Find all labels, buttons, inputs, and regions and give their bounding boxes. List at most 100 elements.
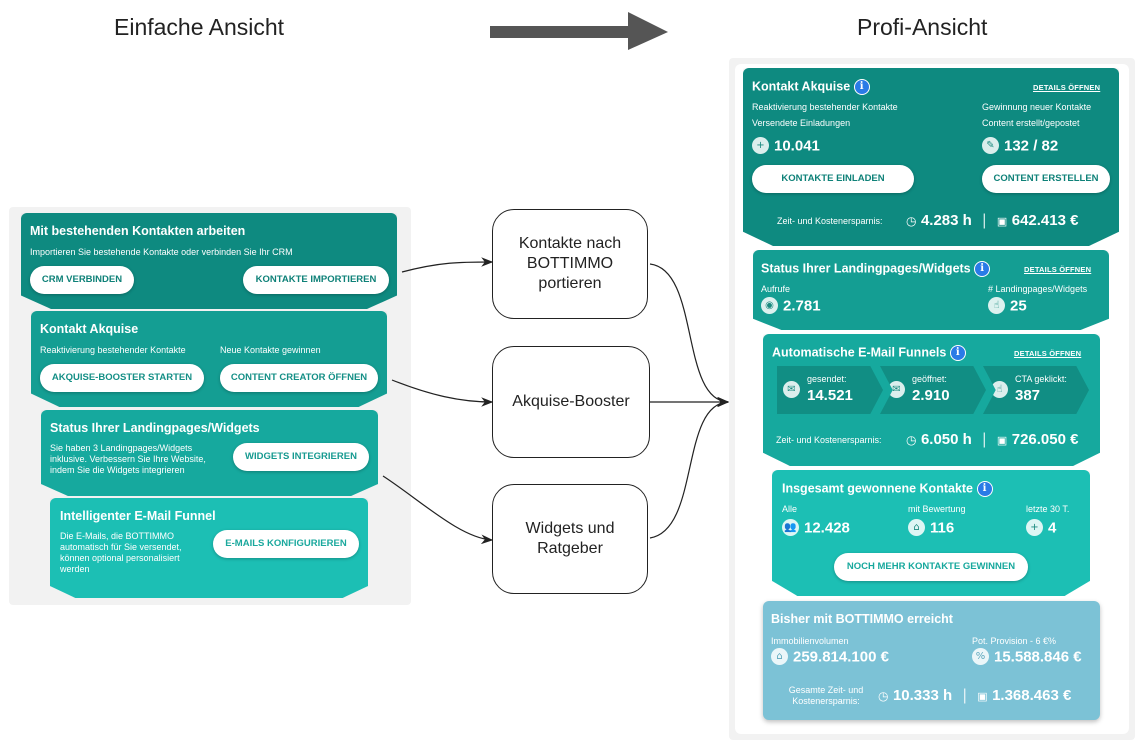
- details-open-link[interactable]: DETAILS ÖFFNEN: [1014, 349, 1082, 358]
- label-views: Aufrufe: [761, 284, 791, 294]
- card-title: Insgesamt gewonnene Kontakte i: [782, 481, 993, 497]
- import-contacts-button[interactable]: KONTAKTE IMPORTIEREN: [243, 266, 389, 294]
- value-all: 12.428: [804, 519, 850, 537]
- value-invitations: 10.041: [774, 137, 820, 155]
- value-cta-clicked: 387: [1015, 387, 1041, 404]
- simple-card-contacts: Mit bestehenden Kontakten arbeiten Impor…: [21, 213, 397, 309]
- separator: |: [982, 212, 987, 229]
- total-savings: ◷ 10.333 h | ▣ 1.368.463 €: [878, 687, 1071, 705]
- click-icon: ☝: [991, 381, 1008, 398]
- pro-card-won-contacts: Insgesamt gewonnene Kontakte i Alle mit …: [772, 470, 1090, 596]
- pro-card-email-funnels: Automatische E-Mail Funnels i DETAILS ÖF…: [763, 334, 1100, 466]
- value-views: 2.781: [783, 297, 821, 315]
- separator: |: [962, 687, 967, 704]
- label-rated: mit Bewertung: [908, 504, 966, 514]
- configure-emails-button[interactable]: E-MAILS KONFIGURIEREN: [213, 530, 359, 558]
- heading-simple-view: Einfache Ansicht: [114, 14, 285, 40]
- label-landingpages-count: # Landingpages/Widgets: [988, 284, 1088, 294]
- win-more-contacts-button[interactable]: NOCH MEHR KONTAKTE GEWINNEN: [834, 553, 1028, 581]
- heading-pro-view: Profi-Ansicht: [857, 14, 988, 40]
- stat-potential-commission: %15.588.846 €: [972, 648, 1082, 666]
- open-content-creator-button[interactable]: CONTENT CREATOR ÖFFNEN: [220, 364, 378, 392]
- card-title: Kontakt Akquise: [40, 322, 139, 336]
- connect-crm-button[interactable]: CRM VERBINDEN: [30, 266, 134, 294]
- clock-icon: ◷: [878, 689, 889, 703]
- time-saved: 4.283 h: [920, 212, 972, 229]
- mail-icon: ✉: [783, 381, 800, 398]
- stat-landingpages-count: ☝25: [988, 297, 1027, 315]
- total-savings-label: Gesamte Zeit- und Kostenersparnis:: [788, 685, 864, 706]
- stat-all: 👥 12.428: [782, 519, 850, 537]
- total-money-saved: 1.368.463 €: [992, 687, 1072, 704]
- money-icon: ▣: [996, 435, 1008, 447]
- node-widgets-guides: Widgets und Ratgeber: [492, 484, 648, 594]
- pro-card-landingpages: Status Ihrer Landingpages/Widgets i DETA…: [753, 250, 1109, 330]
- open-mail-icon: ✉: [888, 381, 905, 398]
- label-all: Alle: [782, 504, 798, 514]
- value-potential-commission: 15.588.846 €: [994, 648, 1082, 666]
- card-title-text: Kontakt Akquise: [752, 79, 851, 94]
- value-content: 132 / 82: [1004, 137, 1059, 155]
- info-icon[interactable]: i: [853, 79, 870, 95]
- stat-views: ◉ 2.781: [761, 297, 821, 315]
- value-rated: 116: [930, 519, 955, 537]
- info-icon[interactable]: i: [949, 345, 966, 361]
- card-title: Intelligenter E-Mail Funnel: [60, 509, 216, 523]
- add-person-icon: +: [752, 137, 769, 155]
- node-akquise-booster: Akquise-Booster: [492, 346, 650, 458]
- details-open-link[interactable]: DETAILS ÖFFNEN: [1033, 83, 1101, 92]
- stat-content: ✎132 / 82: [982, 137, 1058, 155]
- details-open-link[interactable]: DETAILS ÖFFNEN: [1024, 265, 1092, 274]
- pro-card-reached: Bisher mit BOTTIMMO erreicht Immobilienv…: [763, 601, 1100, 720]
- stat-rated: ⌂ 116: [908, 519, 954, 537]
- separator: |: [982, 431, 987, 448]
- start-akquise-booster-button[interactable]: AKQUISE-BOOSTER STARTEN: [40, 364, 204, 392]
- savings-label: Zeit- und Kostenersparnis:: [776, 435, 882, 445]
- label-cta-clicked: CTA geklickt:: [1015, 374, 1067, 384]
- card-subtitle-right: Neue Kontakte gewinnen: [220, 345, 321, 355]
- bank-icon: ⌂: [771, 648, 788, 666]
- transition-arrow: [490, 12, 668, 50]
- add-person-icon: +: [1026, 519, 1043, 537]
- money-icon: ▣: [996, 216, 1008, 228]
- create-content-button[interactable]: CONTENT ERSTELLEN: [982, 165, 1110, 193]
- label-new-contacts: Gewinnung neuer Kontakte: [982, 102, 1092, 112]
- value-real-estate-volume: 259.814.100 €: [793, 648, 889, 666]
- simple-card-landingpages: Status Ihrer Landingpages/Widgets Sie ha…: [41, 410, 378, 496]
- card-title: Automatische E-Mail Funnels i: [772, 345, 966, 361]
- invite-contacts-button[interactable]: KONTAKTE EINLADEN: [752, 165, 914, 193]
- card-text: Die E-Mails, die BOTTIMMO automatisch fü…: [60, 531, 182, 574]
- bank-icon: ⌂: [908, 519, 925, 537]
- clock-icon: ◷: [906, 433, 917, 447]
- label-potential-commission: Pot. Provision - 6 €%: [972, 636, 1057, 646]
- funnel-step-sent: ✉ gesendet: 14.521: [777, 366, 883, 414]
- time-saved: 6.050 h: [920, 431, 972, 448]
- card-text: Sie haben 3 Landingpages/Widgets inklusi…: [50, 443, 206, 475]
- integrate-widgets-button[interactable]: WIDGETS INTEGRIEREN: [233, 443, 369, 471]
- info-icon[interactable]: i: [976, 481, 993, 497]
- simple-card-email-funnel: Intelligenter E-Mail Funnel Die E-Mails,…: [50, 498, 368, 598]
- stat-invitations: +10.041: [752, 137, 820, 155]
- funnel-step-cta-clicked: ☝ CTA geklickt: 387: [983, 366, 1089, 414]
- widget-icon: ☝: [988, 297, 1005, 315]
- node-port-contacts: Kontakte nach BOTTIMMO portieren: [492, 209, 648, 319]
- savings: ◷ 6.050 h | ▣ 726.050 €: [906, 431, 1078, 449]
- card-subtitle-left: Reaktivierung bestehender Kontakte: [40, 345, 186, 355]
- label-real-estate-volume: Immobilienvolumen: [771, 636, 849, 646]
- money-saved: 726.050 €: [1011, 431, 1079, 448]
- funnel-step-opened: ✉ geöffnet: 2.910: [880, 366, 986, 414]
- stat-real-estate-volume: ⌂ 259.814.100 €: [771, 648, 889, 666]
- savings-label: Zeit- und Kostenersparnis:: [777, 216, 883, 226]
- card-title: Status Ihrer Landingpages/Widgets: [50, 421, 260, 435]
- card-title: Kontakt Akquise i: [752, 79, 870, 95]
- value-last-30-days: 4: [1048, 519, 1057, 537]
- label-content-created: Content erstellt/gepostet: [982, 118, 1080, 128]
- simple-card-akquise: Kontakt Akquise Reaktivierung bestehende…: [31, 311, 387, 407]
- card-title: Status Ihrer Landingpages/Widgets i: [761, 261, 991, 277]
- eye-icon: ◉: [761, 297, 778, 315]
- value-sent: 14.521: [807, 387, 853, 404]
- info-icon[interactable]: i: [974, 261, 991, 277]
- value-opened: 2.910: [912, 387, 950, 404]
- group-icon: 👥: [782, 519, 799, 537]
- total-time-saved: 10.333 h: [892, 687, 953, 704]
